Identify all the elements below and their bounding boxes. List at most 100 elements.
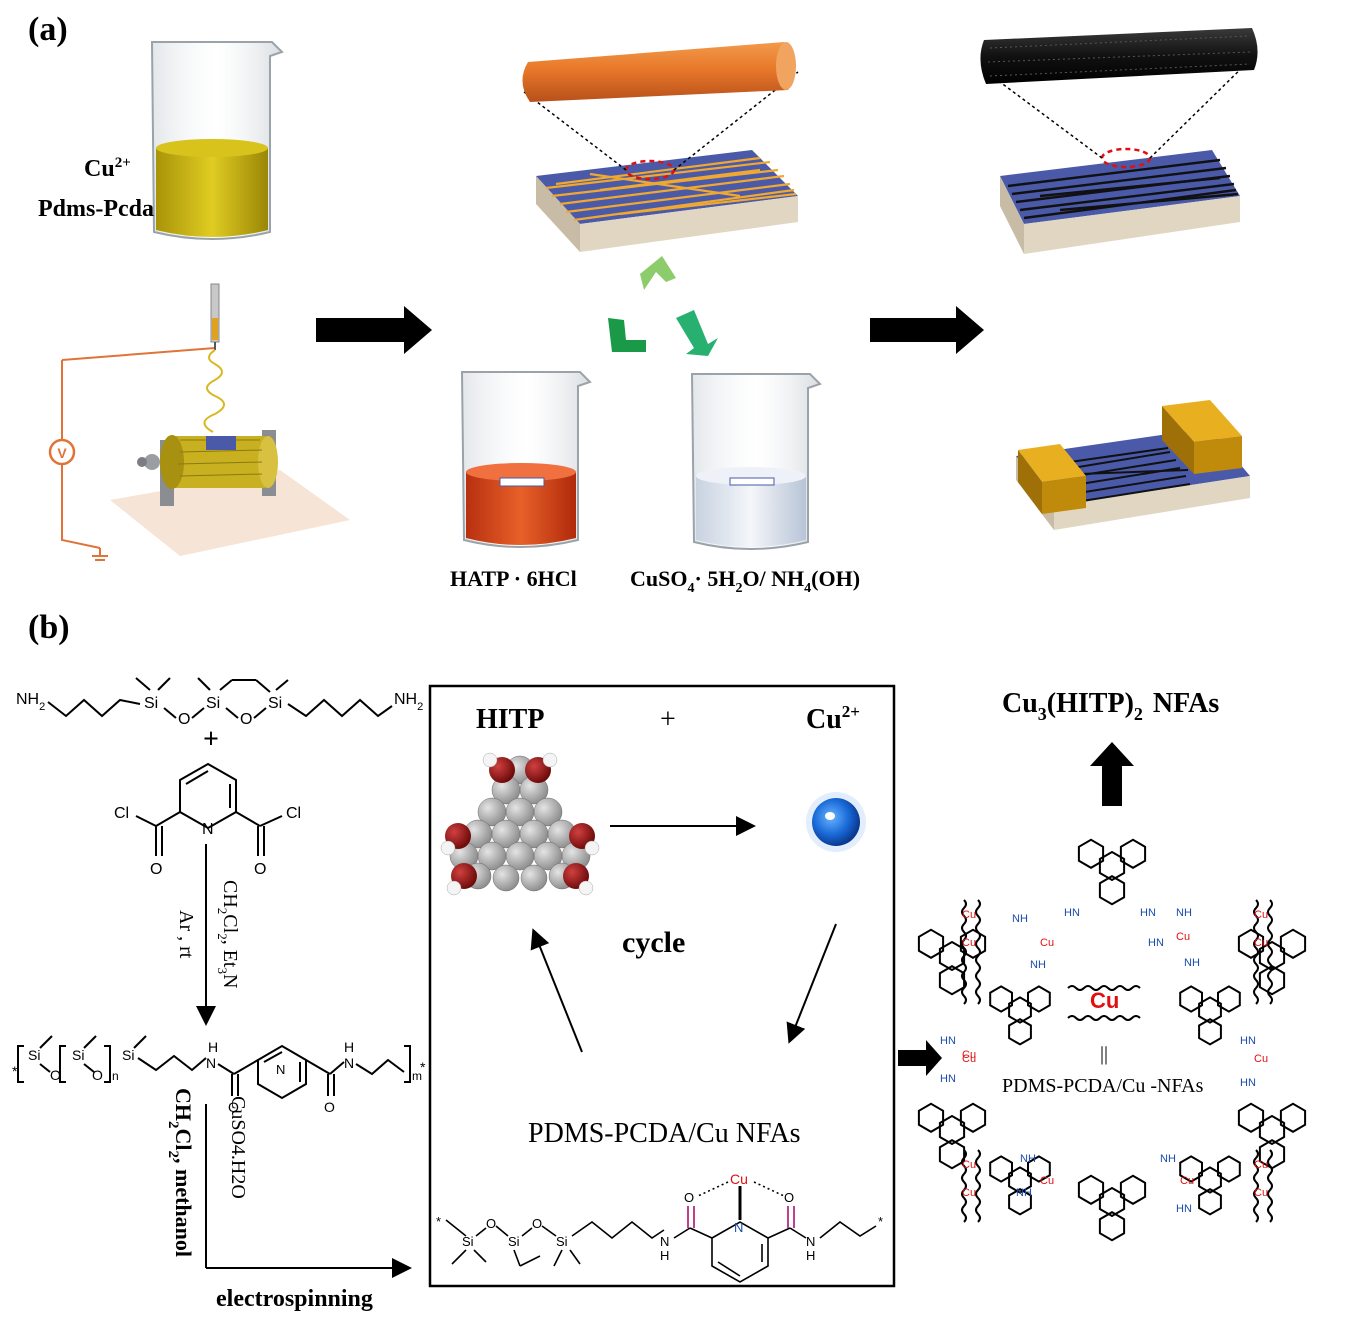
svg-text:N: N — [806, 1234, 815, 1249]
bath2-label: CuSO4· 5H2O/ NH4(OH) — [630, 566, 860, 596]
benzene-ring — [1077, 1174, 1105, 1205]
cu-site-label: Cu — [1254, 1053, 1268, 1065]
electrospinning-arrow — [205, 1104, 412, 1278]
benzene-ring — [1027, 985, 1051, 1013]
svg-text:N: N — [276, 1062, 285, 1077]
svg-text:*: * — [420, 1059, 426, 1075]
beaker-icon — [150, 41, 284, 240]
svg-text:O: O — [150, 861, 162, 878]
svg-text:N: N — [660, 1234, 669, 1249]
amine-label: HN — [940, 1073, 956, 1085]
cu-site-label: Cu — [1040, 937, 1054, 949]
svg-text:Si: Si — [556, 1234, 568, 1249]
fiber-strand — [1253, 899, 1259, 1005]
spinning-drum-icon — [137, 430, 278, 506]
svg-text:O: O — [50, 1067, 61, 1083]
svg-text:||: || — [1100, 1043, 1108, 1065]
svg-text:N: N — [344, 1055, 354, 1071]
amine-label: HN — [1064, 907, 1080, 919]
svg-text:N: N — [734, 1220, 743, 1235]
benzene-ring — [1179, 1155, 1203, 1183]
benzene-ring — [989, 1155, 1013, 1183]
benzene-ring — [938, 1114, 966, 1146]
beaker-icon — [690, 373, 822, 550]
benzene-ring — [1258, 1114, 1286, 1146]
svg-text:PDMS-PCDA/Cu -NFAs: PDMS-PCDA/Cu -NFAs — [1002, 1075, 1204, 1097]
amine-label: HN — [1148, 937, 1164, 949]
cu-site-label: Cu — [1254, 1159, 1268, 1171]
cu-site-label: Cu — [962, 909, 976, 921]
step1-conditions-b: Ar , rt — [175, 910, 197, 959]
benzene-ring — [1008, 1166, 1032, 1194]
amine-label: NH — [1020, 1153, 1036, 1165]
svg-text:O: O — [486, 1216, 496, 1231]
orange-fiber-substrate — [522, 42, 799, 252]
svg-text:O: O — [254, 861, 266, 878]
amine-label: HN — [1240, 1035, 1256, 1047]
svg-text:Cu: Cu — [730, 1171, 748, 1187]
svg-text:NH2: NH2 — [394, 691, 423, 713]
benzene-ring — [938, 1139, 966, 1170]
step1-conditions-a: CH2Cl2, Et3N — [215, 880, 241, 988]
cu-site-label: Cu — [1180, 1175, 1194, 1187]
benzene-ring — [1198, 1166, 1222, 1194]
svg-text:Si: Si — [268, 695, 282, 712]
amine-label: NH — [1012, 913, 1028, 925]
cu-ion-label: Cu2+ — [806, 702, 860, 735]
benzene-ring — [1027, 1155, 1051, 1183]
svg-text:H: H — [344, 1039, 354, 1055]
svg-text:O: O — [324, 1099, 335, 1115]
cu-site-label: Cu — [1254, 1187, 1268, 1199]
benzene-ring — [1077, 838, 1105, 869]
step2-process: electrospinning — [216, 1286, 373, 1312]
fiber-strand — [1267, 1149, 1273, 1223]
electrospinning-setup: V — [48, 283, 350, 561]
arrow-right-icon — [316, 306, 432, 354]
benzene-ring — [1198, 996, 1222, 1024]
svg-text:NH2: NH2 — [16, 691, 45, 713]
benzene-ring — [989, 985, 1013, 1013]
svg-text:Si: Si — [508, 1234, 520, 1249]
cycle-arrow — [786, 923, 837, 1044]
cu-site-label: Cu — [1254, 909, 1268, 921]
cu-site-label: Cu — [1176, 931, 1190, 943]
cycle-plus: + — [660, 704, 676, 735]
svg-text:m: m — [412, 1069, 422, 1083]
svg-text:*: * — [878, 1214, 883, 1229]
svg-text:O: O — [178, 711, 190, 728]
amine-label: NH — [1160, 1153, 1176, 1165]
fiber-strand — [975, 1149, 981, 1223]
hitp-molecule-icon — [440, 752, 600, 896]
svg-text:Si: Si — [206, 695, 220, 712]
panel-a-label: (a) — [28, 11, 68, 48]
svg-text:V: V — [57, 445, 67, 461]
arrow-right-icon — [898, 1040, 942, 1076]
benzene-ring — [1008, 996, 1032, 1024]
beaker-ion-label: Cu2+ — [84, 155, 131, 182]
benzene-ring — [1258, 965, 1286, 996]
benzene-ring — [1008, 1188, 1032, 1216]
cycle-arrow — [530, 928, 583, 1053]
svg-text:N: N — [206, 1055, 216, 1071]
svg-text:O: O — [532, 1216, 542, 1231]
mof-legend: Cu || PDMS-PCDA/Cu -NFAs — [1002, 985, 1204, 1097]
benzene-ring — [1279, 1102, 1307, 1133]
svg-text:Cu: Cu — [1090, 988, 1119, 1013]
cu-site-label: Cu — [962, 1187, 976, 1199]
benzene-ring — [1237, 1102, 1265, 1133]
amine-label: NH — [1184, 957, 1200, 969]
beaker-polymer-label: Pdms-Pcda — [38, 196, 154, 222]
benzene-ring — [1279, 928, 1307, 959]
amine-label: HN — [1176, 1203, 1192, 1215]
svg-text:Cl: Cl — [286, 805, 301, 822]
svg-text:O: O — [240, 711, 252, 728]
cu-site-label: Cu — [1254, 937, 1268, 949]
svg-text:*: * — [12, 1063, 18, 1079]
amine-label: NH — [1176, 907, 1192, 919]
benzene-ring — [1198, 1188, 1222, 1216]
benzene-ring — [1098, 850, 1126, 882]
cycle-box — [428, 684, 896, 1288]
